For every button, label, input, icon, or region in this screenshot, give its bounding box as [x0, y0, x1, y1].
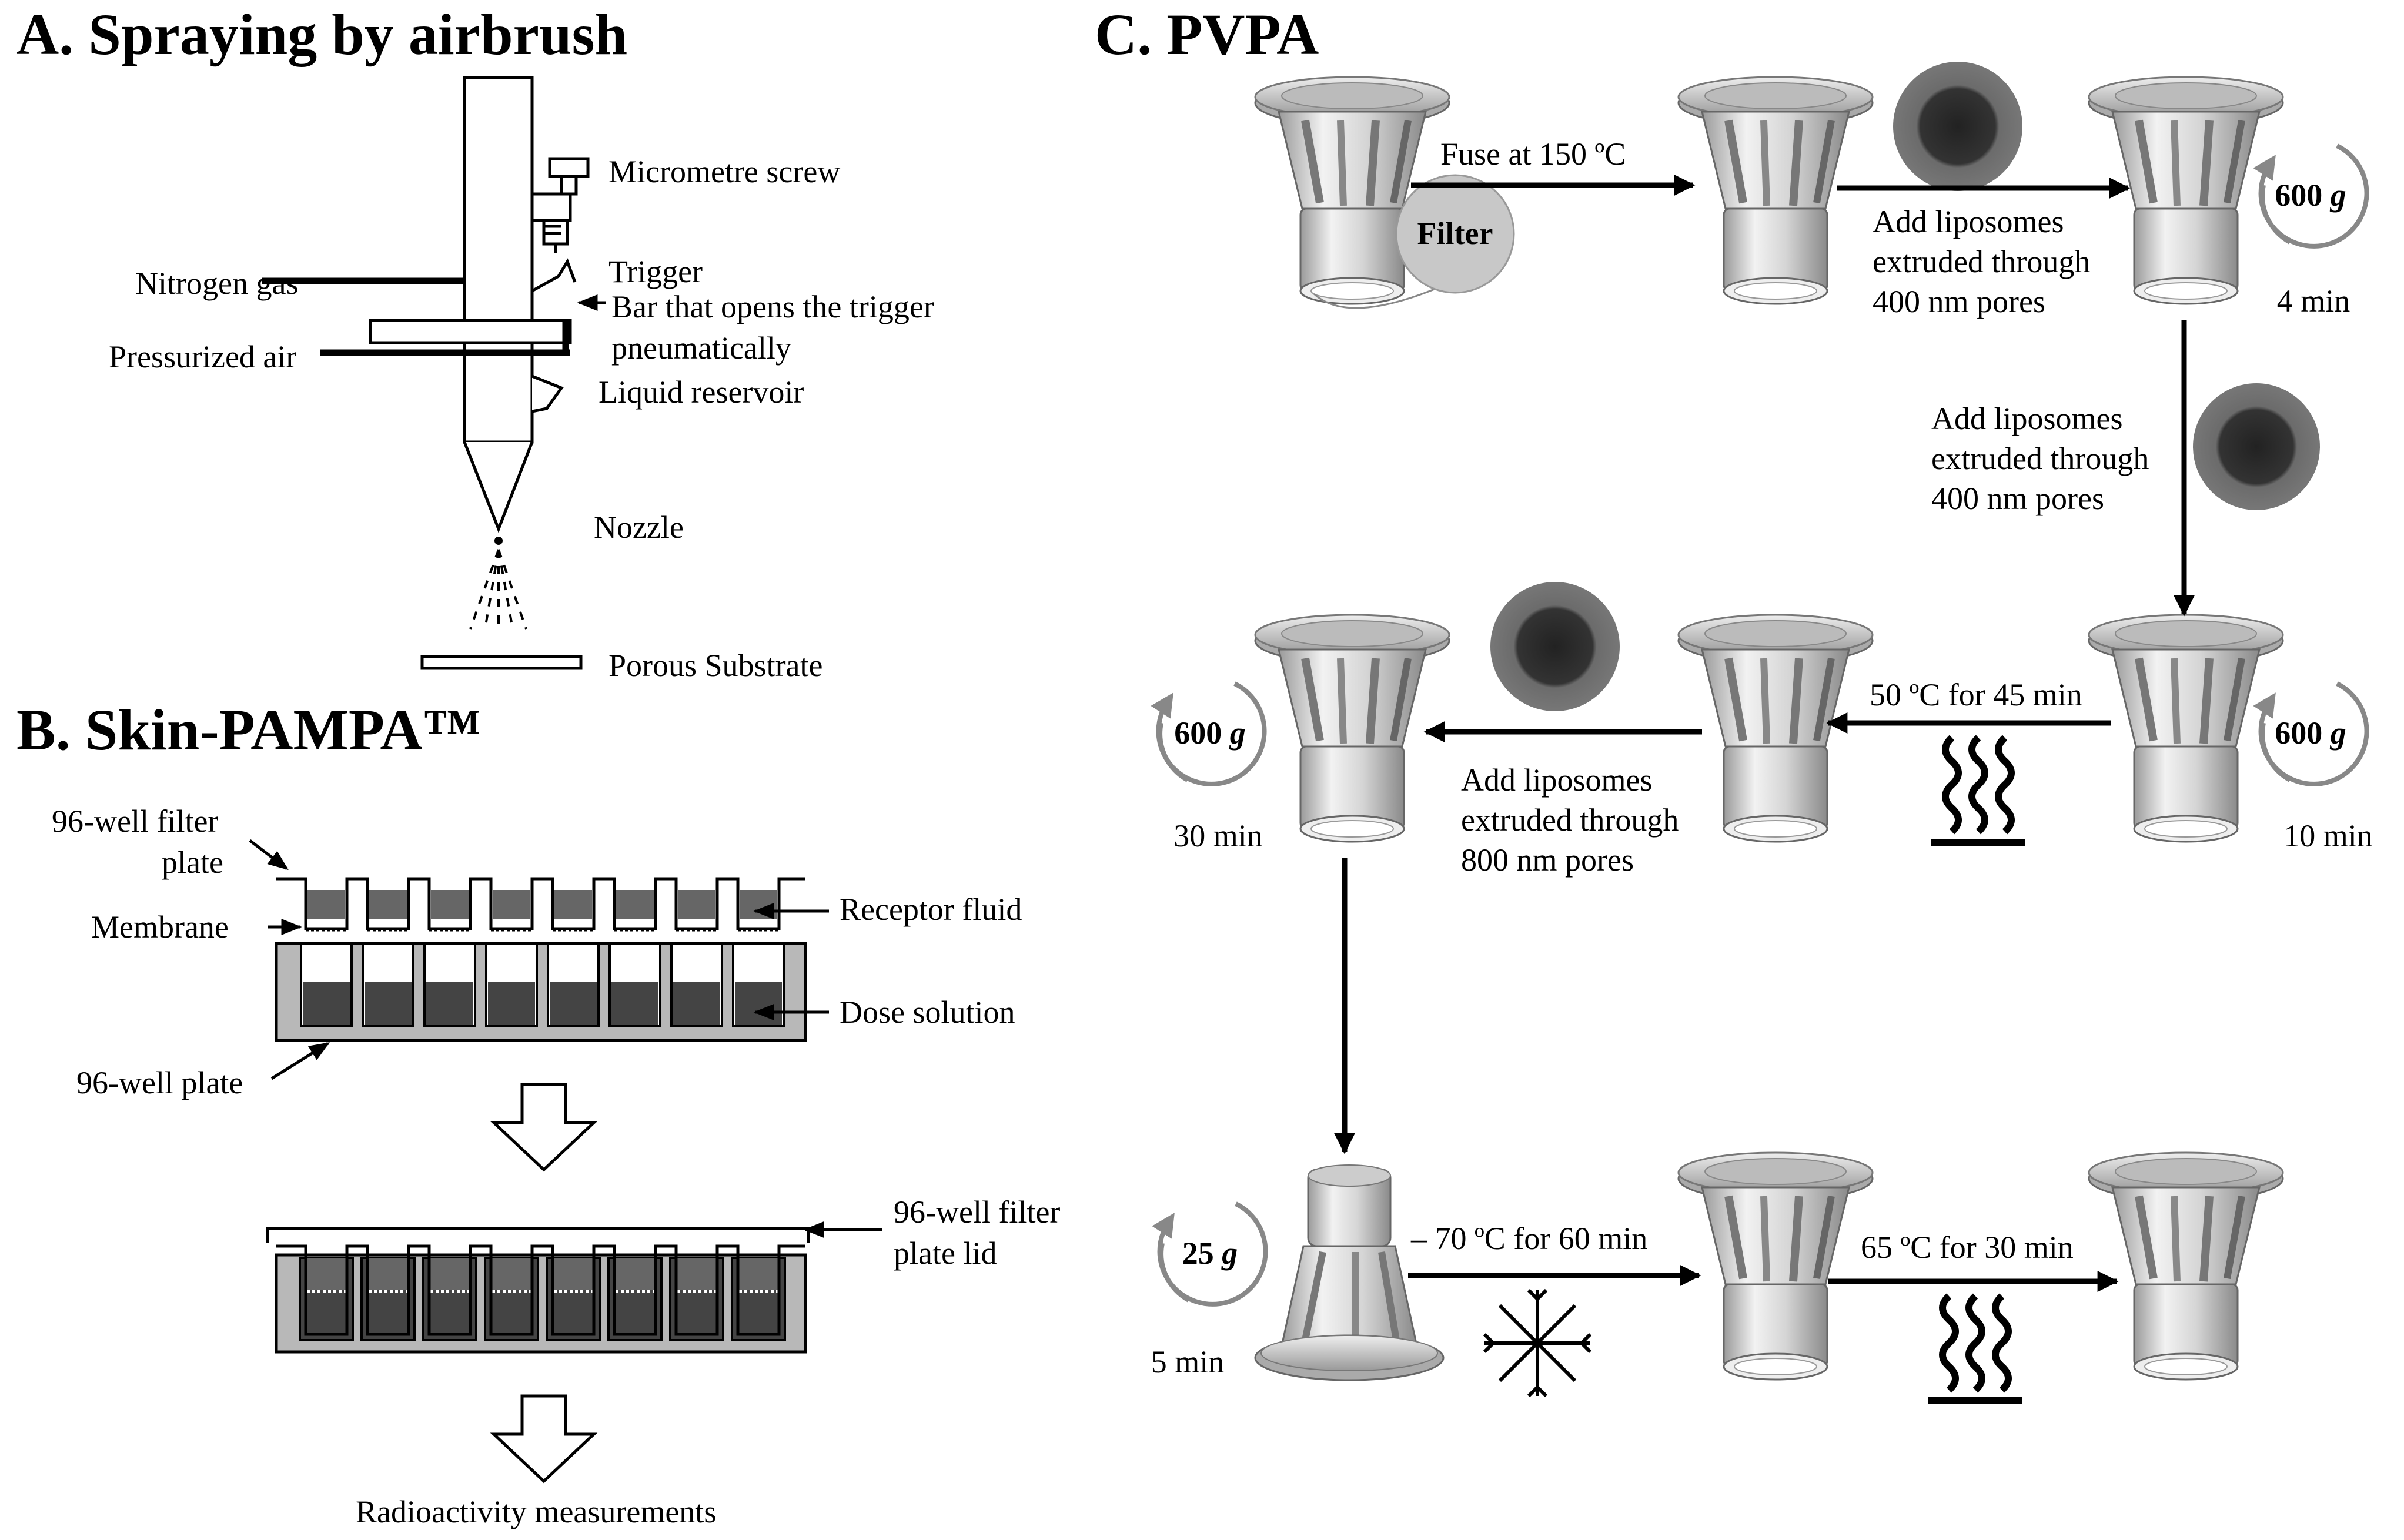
panel-a-title: A. Spraying by airbrush	[16, 2, 627, 67]
heat-icon-2	[1928, 1296, 2022, 1404]
label-bar-line2: pneumatically	[611, 330, 791, 366]
dose-solution-well	[365, 982, 412, 1025]
down-block-arrow-1	[490, 1083, 598, 1172]
centrifuge-force-1: 600 g	[2275, 178, 2346, 213]
label-add-800-1: Add liposomes	[1461, 762, 1653, 798]
filter-disc: Filter	[1313, 174, 1515, 309]
liposome-2	[2193, 383, 2320, 510]
liposome-1	[1893, 62, 2022, 191]
pvpa-insert-5	[1679, 615, 1873, 842]
receptor-fluid-well	[369, 890, 407, 919]
assembled-receptor	[739, 1258, 778, 1290]
receptor-fluid-well	[431, 890, 469, 919]
label-nitrogen-gas: Nitrogen gas	[135, 266, 298, 301]
centrifuge-force-3: 600 g	[1174, 715, 1246, 751]
dose-solution-well	[611, 982, 658, 1025]
label-add-400-b-1: Add liposomes	[1931, 401, 2123, 436]
label-fuse: Fuse at 150 ºC	[1440, 136, 1626, 172]
label-liquid-reservoir: Liquid reservoir	[599, 374, 804, 410]
assembled-receptor	[430, 1258, 469, 1290]
centrifuge-time-1: 4 min	[2277, 283, 2350, 319]
centrifuge-force-4: 25 g	[1182, 1236, 1238, 1271]
label-filter: Filter	[1417, 216, 1493, 251]
plate-lid	[266, 1227, 810, 1243]
centrifuge-labels: 600 g 4 min 600 g 10 min 600 g 30 min 25 g 5 mi…	[1151, 178, 2373, 1380]
down-block-arrow-2	[490, 1394, 598, 1484]
assembled-receptor	[554, 1258, 593, 1290]
heat-icon-1	[1931, 738, 2025, 846]
assembled-receptor	[492, 1258, 531, 1290]
pvpa-insert-6	[1255, 615, 1449, 842]
centrifuge-force-2: 600 g	[2275, 715, 2346, 751]
label-receptor-fluid: Receptor fluid	[840, 892, 1022, 927]
label-add-800-2: extruded through	[1461, 802, 1679, 838]
label-dose-solution: Dose solution	[840, 995, 1015, 1030]
centrifuge-time-2: 10 min	[2283, 818, 2373, 853]
label-filter-plate-line1: 96-well filter	[52, 804, 218, 839]
pvpa-insert-inverted	[1255, 1165, 1443, 1380]
well-plate-body-2	[275, 1253, 807, 1354]
label-freeze-70: – 70 ºC for 60 min	[1410, 1221, 1647, 1256]
label-heat-65: 65 ºC for 30 min	[1861, 1230, 2074, 1265]
receptor-fluid-well	[554, 890, 592, 919]
pampa-assembly-top	[275, 877, 807, 1042]
label-membrane: Membrane	[91, 909, 229, 945]
dose-solution-well	[426, 982, 473, 1025]
filter-plate-2	[276, 1244, 805, 1336]
dose-solution-well	[488, 982, 535, 1025]
label-lid-line2: plate lid	[894, 1236, 997, 1271]
label-add-400-a-1: Add liposomes	[1873, 204, 2064, 239]
receptor-fluid-well	[307, 890, 345, 919]
dose-solution-well	[550, 982, 597, 1025]
centrifuge-time-4: 5 min	[1151, 1344, 1225, 1380]
snowflake-icon	[1483, 1288, 1592, 1398]
receptor-fluid-well	[616, 890, 654, 919]
panel-b-arrows	[249, 839, 882, 1238]
receptor-fluid-well	[493, 890, 530, 919]
label-porous-substrate: Porous Substrate	[608, 648, 823, 683]
receptor-fluid-well	[740, 890, 777, 919]
label-pressurized-air: Pressurized air	[109, 339, 296, 374]
label-add-400-b-2: extruded through	[1931, 441, 2149, 476]
dose-solution-well	[673, 982, 720, 1025]
label-add-400-a-2: extruded through	[1873, 244, 2090, 279]
label-lid-line1: 96-well filter	[894, 1194, 1060, 1230]
label-filter-plate-line2: plate	[162, 845, 223, 880]
pvpa-insert-8	[2089, 1153, 2283, 1380]
panel-c-title: C. PVPA	[1095, 2, 1319, 67]
pvpa-process-arrows	[1334, 175, 2195, 1292]
label-add-400-b-3: 400 nm pores	[1931, 481, 2104, 516]
label-micrometre-screw: Micrometre screw	[608, 154, 840, 189]
well-plate-body	[275, 942, 807, 1042]
receptor-fluid-well	[678, 890, 715, 919]
label-nozzle: Nozzle	[594, 510, 684, 545]
label-trigger: Trigger	[608, 254, 703, 289]
label-heat-50: 50 ºC for 45 min	[1870, 677, 2082, 712]
label-radioactivity: Radioactivity measurements	[356, 1494, 716, 1529]
process-block-arrows	[490, 1083, 598, 1484]
pvpa-insert-7	[1679, 1153, 1873, 1380]
pvpa-insert-4	[2089, 615, 2283, 842]
label-add-800-3: 800 nm pores	[1461, 842, 1634, 878]
liposome-3	[1490, 582, 1620, 711]
airbrush-diagram	[262, 76, 606, 670]
label-well-plate: 96-well plate	[76, 1065, 243, 1100]
assembled-receptor	[307, 1258, 346, 1290]
dose-solution-well	[303, 982, 350, 1025]
dose-solution-well	[735, 982, 782, 1025]
label-bar-line1: Bar that opens the trigger	[611, 289, 934, 324]
assembled-receptor	[616, 1258, 654, 1290]
label-add-400-a-3: 400 nm pores	[1873, 284, 2045, 319]
pampa-assembly-bottom	[266, 1227, 810, 1354]
centrifuge-time-3: 30 min	[1173, 818, 1263, 853]
assembled-receptor	[369, 1258, 407, 1290]
assembled-receptor	[677, 1258, 716, 1290]
panel-b-title: B. Skin-PAMPA™	[16, 697, 482, 762]
